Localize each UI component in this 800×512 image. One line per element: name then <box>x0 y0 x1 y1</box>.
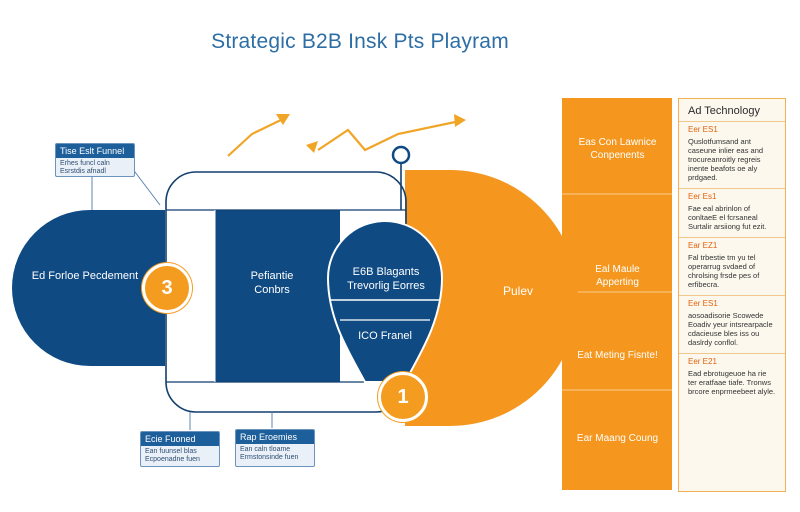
middle-block-label: Pefiantie Conbrs <box>250 270 294 296</box>
step-badge-3: 3 <box>142 263 192 313</box>
left-pill-label: Ed Forloe Pecdement <box>31 270 139 282</box>
diagram-title: Strategic B2B Insk Pts Playram <box>211 30 509 53</box>
panel-section: Ear EZ1 Fal trbestie tm yu tel operarrug… <box>679 237 785 295</box>
callout-top-body: Erhes funcl caln Esrstdis afnadl <box>60 160 110 176</box>
panel-section-text: Ead ebrotugeuoe ha rie ter eratfaae tiaf… <box>688 369 776 396</box>
column-label-2: Eal Maule Apperting <box>595 264 640 288</box>
pin-circle <box>391 145 411 165</box>
callout-bottom-left-heading: Ecie Fuoned <box>141 432 219 446</box>
callout-bottom-left: Ecie Fuoned Ean fuunsel blas Ecpoenadne … <box>140 431 220 467</box>
left-navy-pill <box>12 210 165 366</box>
orange-column-strip <box>562 98 672 490</box>
panel-section-heading: Ear EZ1 <box>688 241 718 250</box>
panel-section: Eer E21 Ead ebrotugeuoe ha rie ter eratf… <box>679 353 785 402</box>
column-label-1: Eas Con Lawnice Conpenents <box>578 137 657 161</box>
balloon-top-label: E6B Blagants Trevorlig Eorres <box>347 266 425 292</box>
panel-section-heading: Eer ES1 <box>688 125 718 134</box>
column-label-3: Eat Meting Fisnte! <box>577 350 658 361</box>
panel-section-heading: Eer Es1 <box>688 192 717 201</box>
callout-top-heading: Tise Eslt Funnel <box>56 144 134 158</box>
panel-section: Eer ES1 aosoadisorie Scowede Eoadiv yeur… <box>679 295 785 353</box>
technology-panel: Ad Technology Eer ES1 Quslotfumsand ant … <box>678 98 786 492</box>
orange-half-disc <box>405 170 578 426</box>
panel-section-heading: Eer ES1 <box>688 299 718 308</box>
trend-arrow-left <box>227 117 286 157</box>
orange-disc-label: Pulev <box>502 284 534 298</box>
trend-arrow-right <box>317 119 461 152</box>
callout-bottom-left-body: Ean fuunsel blas Ecpoenadne fuen <box>145 448 200 464</box>
balloon-bottom-label: ICO Franel <box>358 330 412 342</box>
panel-section-text: Fal trbestie tm yu tel operarrug svdaed … <box>688 253 760 289</box>
panel-section: Eer Es1 Fae eal abrinlon of conltaeE el … <box>679 188 785 237</box>
panel-section-heading: Eer E21 <box>688 357 717 366</box>
panel-title: Ad Technology <box>688 105 760 117</box>
panel-section-text: Quslotfumsand ant caseune inlier eas and… <box>688 137 764 182</box>
middle-navy-block <box>215 210 340 382</box>
callout-top: Tise Eslt Funnel Erhes funcl caln Esrstd… <box>55 143 135 177</box>
balloon-funnel <box>326 220 444 383</box>
panel-section: Eer ES1 Quslotfumsand ant caseune inlier… <box>679 121 785 188</box>
panel-section-text: Fae eal abrinlon of conltaeE el fcrsanea… <box>688 204 767 231</box>
callout-bottom-mid-body: Ean caln tloame Ermstonsinde fuen <box>240 446 299 462</box>
step-badge-1: 1 <box>378 372 428 422</box>
callout-bottom-mid-heading: Rap Eroemies <box>236 430 314 444</box>
column-label-4: Ear Maang Coung <box>576 433 659 444</box>
panel-section-text: aosoadisorie Scowede Eoadiv yeur intsrea… <box>688 311 773 347</box>
callout-bottom-mid: Rap Eroemies Ean caln tloame Ermstonsind… <box>235 429 315 467</box>
